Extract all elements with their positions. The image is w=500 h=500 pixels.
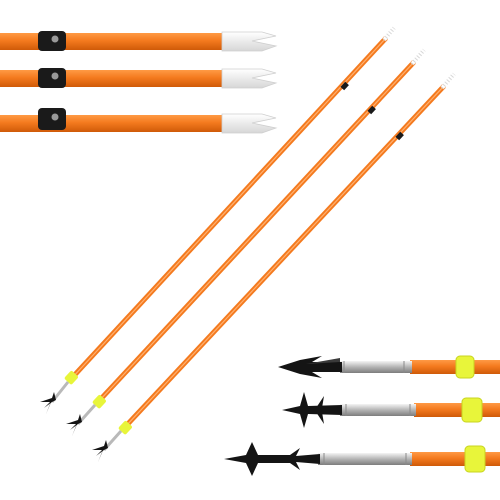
- float-ring: [64, 371, 78, 385]
- shaft-highlight: [98, 61, 415, 402]
- float-ring: [118, 421, 132, 435]
- nock-closeup-3: [0, 108, 278, 134]
- full-arrow-2: [66, 48, 426, 436]
- shaft-highlight: [124, 85, 445, 428]
- broadhead-closeup-1: [278, 355, 500, 379]
- float-ring: [92, 395, 106, 409]
- arrow-shaft: [410, 360, 500, 374]
- broadhead-closeup-3: [224, 442, 500, 476]
- float-ring: [455, 355, 475, 379]
- float-ring: [464, 445, 486, 473]
- slide-screw: [51, 113, 59, 121]
- broadhead: [278, 356, 342, 378]
- broadhead-closeup-2: [282, 392, 500, 428]
- safety-slide: [38, 68, 66, 88]
- arrow-shaft: [414, 403, 500, 417]
- arrow-nock: [382, 26, 396, 42]
- slide-screw: [51, 35, 59, 43]
- nock-closeup-1: [0, 31, 278, 52]
- broadhead: [40, 392, 56, 408]
- arrow-shaft: [410, 452, 500, 466]
- nock-closeup-2: [0, 68, 278, 89]
- ferrule: [340, 404, 416, 416]
- full-arrow-3: [92, 72, 456, 462]
- arrow-shaft: [0, 70, 222, 87]
- broadhead: [282, 392, 342, 428]
- arrow-nock: [221, 68, 278, 89]
- broadhead: [92, 440, 108, 456]
- safety-slide: [367, 105, 376, 115]
- shaft-highlight: [70, 37, 387, 380]
- safety-slide: [38, 31, 66, 51]
- arrow-nock: [221, 113, 278, 134]
- arrow-nock: [221, 31, 278, 52]
- full-arrow-1: [40, 26, 396, 414]
- ferrule: [318, 453, 412, 465]
- broadhead: [66, 414, 82, 430]
- arrow-shaft: [0, 33, 222, 50]
- ferrule: [340, 361, 412, 373]
- safety-slide: [340, 81, 349, 91]
- float-ring: [461, 397, 483, 423]
- safety-slide: [395, 131, 404, 141]
- broadhead: [224, 442, 320, 476]
- arrow-shaft: [0, 115, 222, 132]
- slide-screw: [51, 72, 59, 80]
- safety-slide: [38, 108, 66, 130]
